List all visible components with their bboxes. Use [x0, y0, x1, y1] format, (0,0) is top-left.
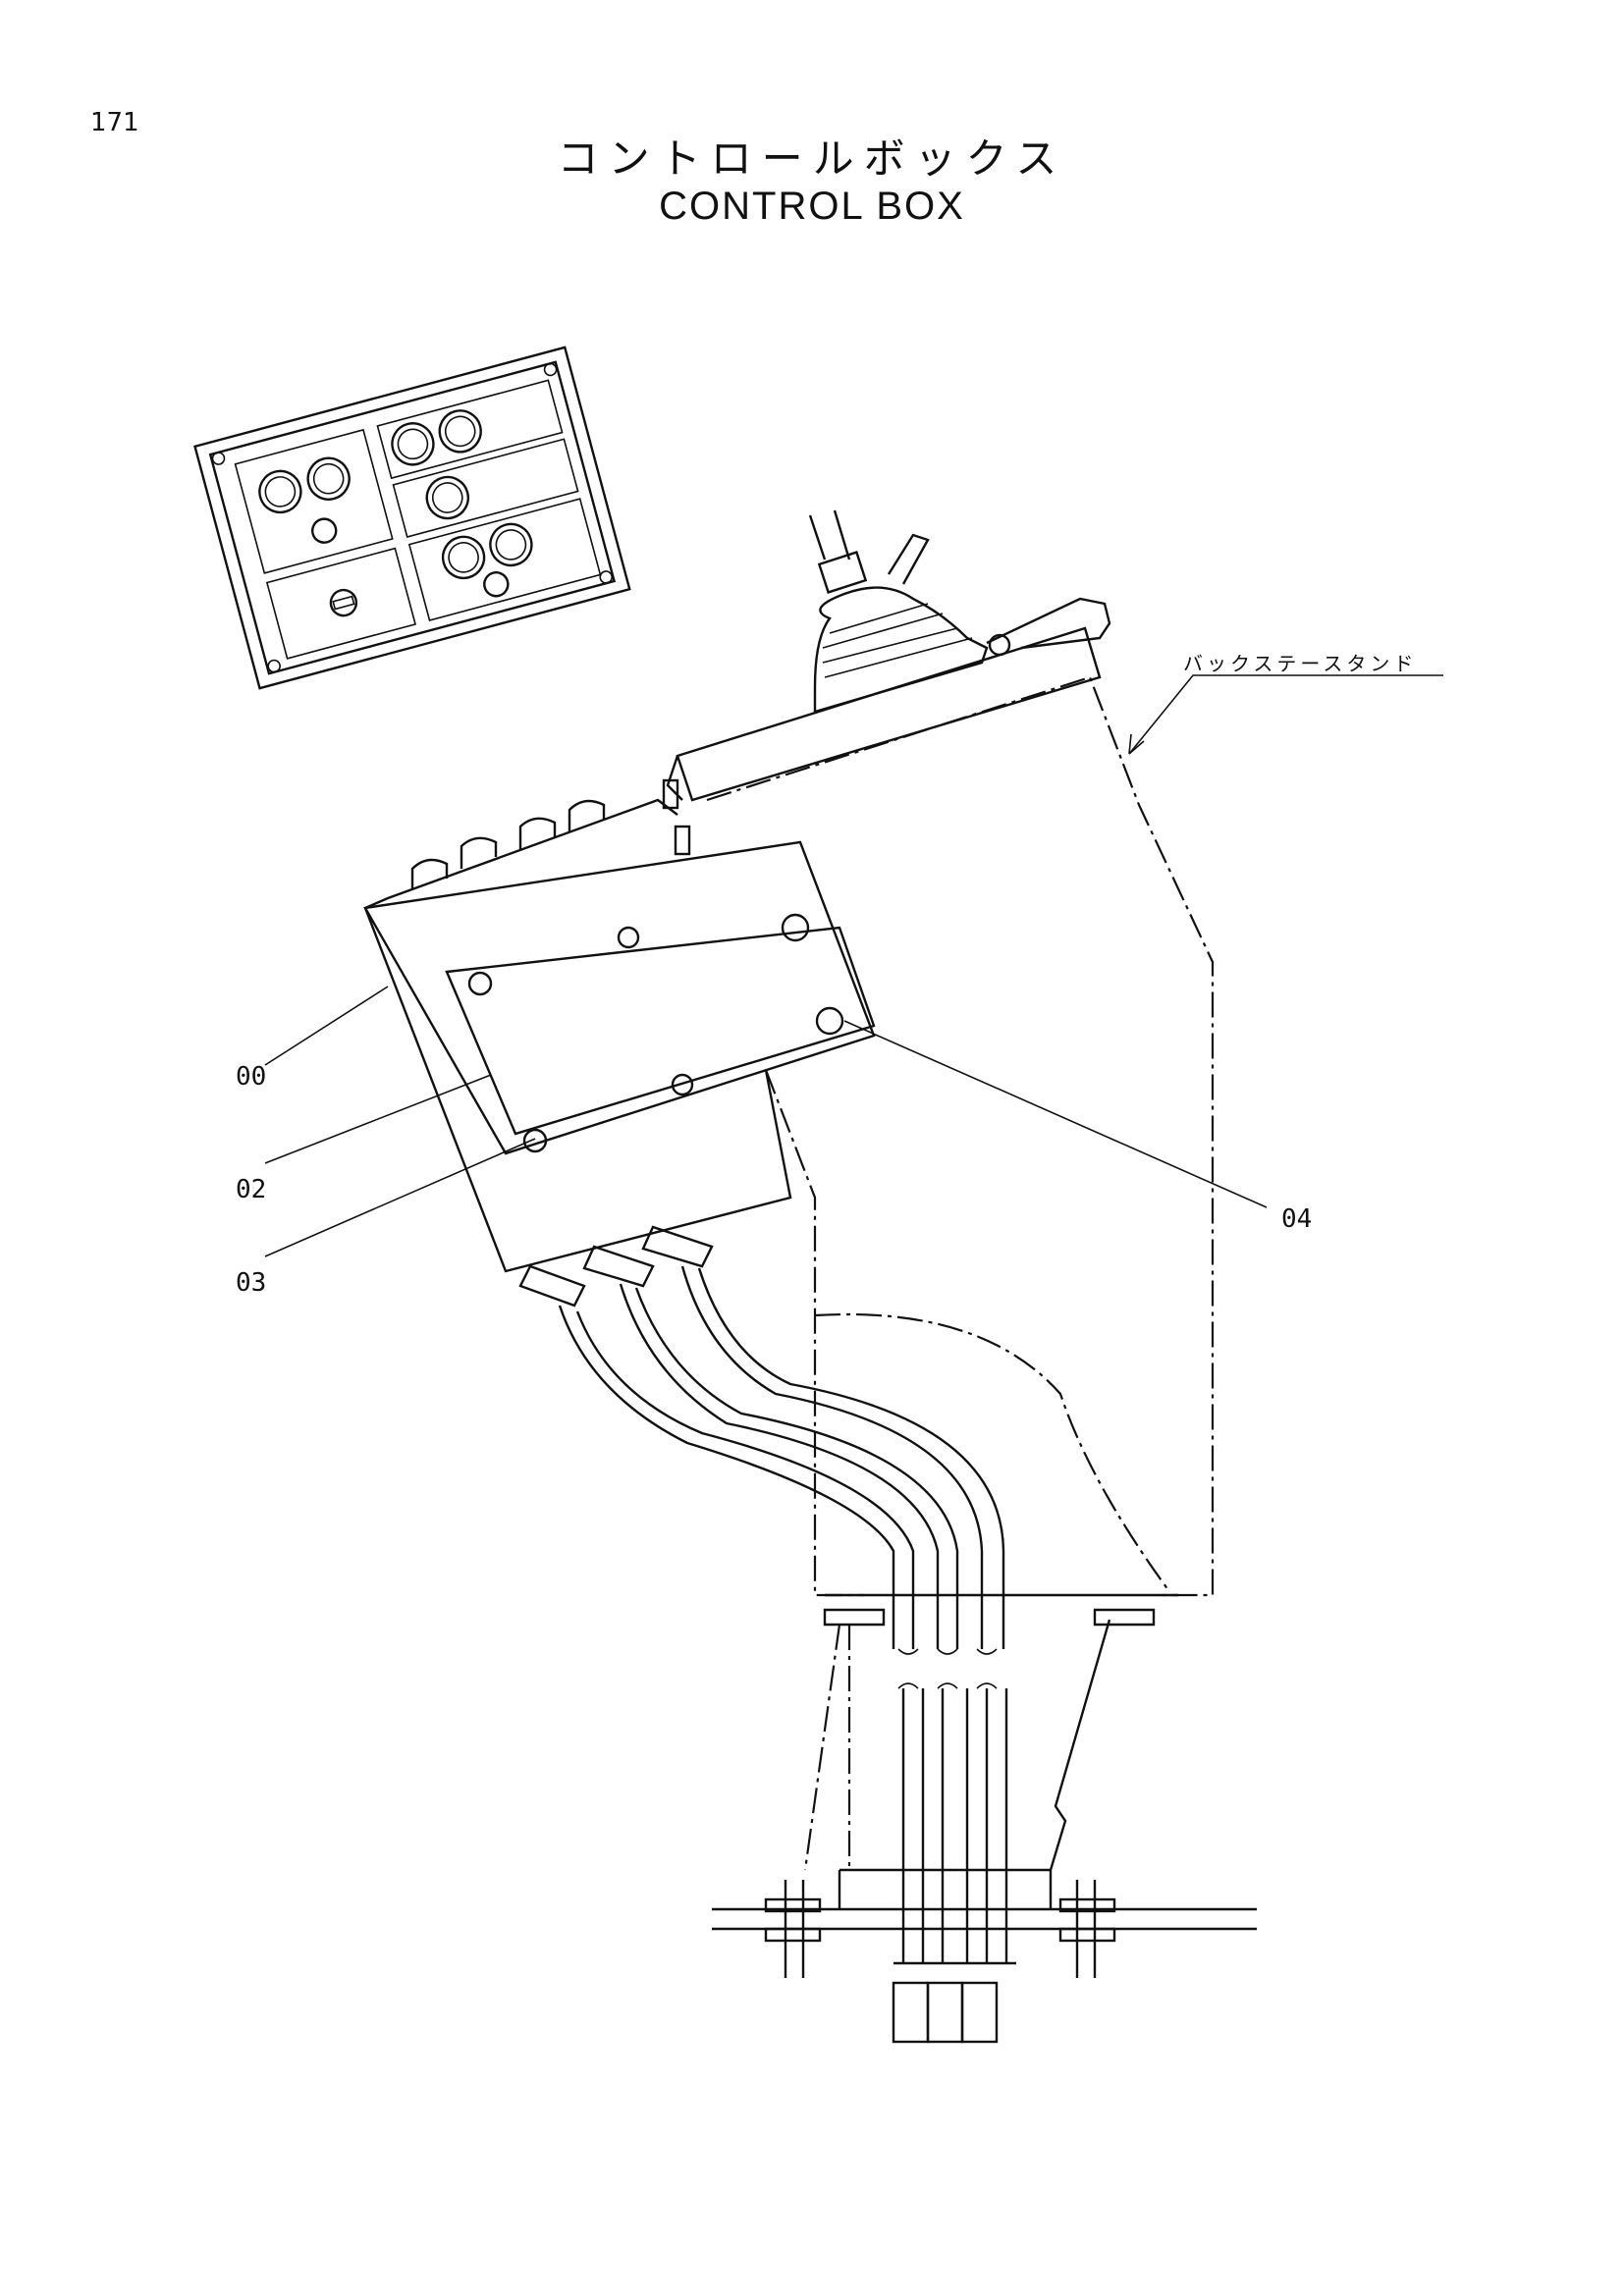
control-box-body — [363, 778, 876, 1273]
switch-panel — [193, 346, 631, 690]
push-buttons — [410, 799, 606, 888]
title-japanese: コントロールボックス — [557, 134, 1067, 183]
back-stay-stand — [666, 626, 1215, 1871]
title-english: CONTROL BOX — [659, 185, 965, 228]
callout-04: 04 — [1281, 1204, 1312, 1234]
bolts — [467, 913, 844, 1153]
callout-03: 03 — [236, 1268, 266, 1298]
cables — [518, 1225, 1016, 2044]
cover-plate — [445, 926, 876, 1136]
mounting-bracket — [712, 1593, 1257, 1978]
callout-02: 02 — [236, 1175, 266, 1204]
page-number: 171 — [90, 108, 139, 137]
leader-lines — [264, 674, 1443, 1257]
control-lever — [808, 509, 1111, 714]
callout-00: 00 — [236, 1062, 266, 1092]
back-stay-stand-label: バックステースタンド — [1183, 652, 1417, 675]
